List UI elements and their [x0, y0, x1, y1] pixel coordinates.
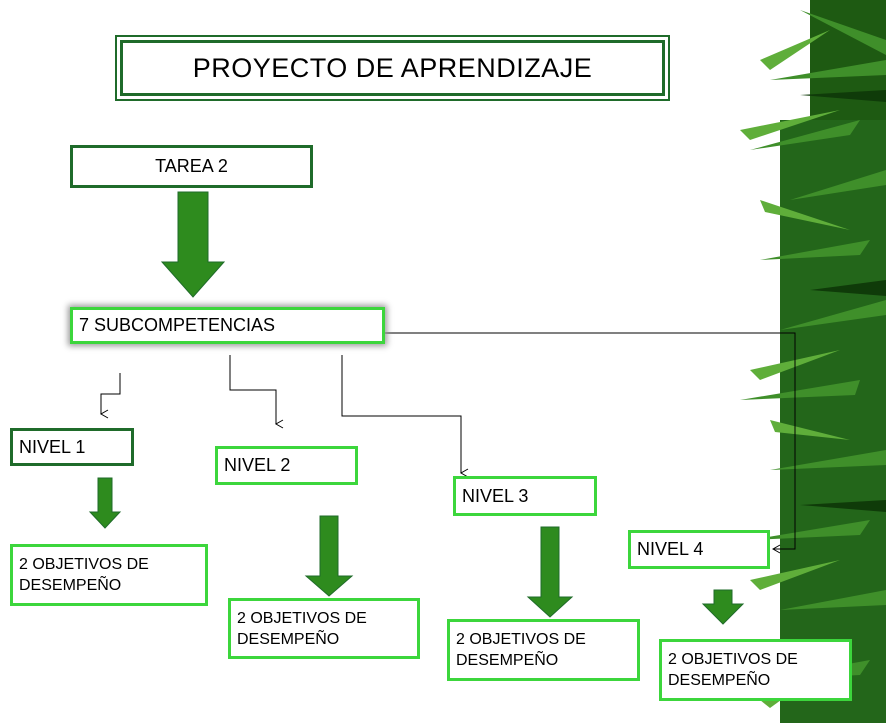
- arrow-level-3-to-objectives: [526, 526, 574, 618]
- level-2-objectives-box: 2 OBJETIVOS DE DESEMPEÑO: [228, 598, 420, 659]
- task-box: TAREA 2: [70, 145, 313, 188]
- level-1-box: NIVEL 1: [10, 428, 134, 466]
- connector-to-level-1: [99, 373, 121, 419]
- level-4-box: NIVEL 4: [628, 530, 770, 569]
- page-title: PROYECTO DE APRENDIZAJE: [115, 35, 670, 101]
- level-1-label: NIVEL 1: [19, 436, 86, 457]
- level-3-objectives-text: 2 OBJETIVOS DE DESEMPEÑO: [456, 631, 586, 669]
- arrow-level-2-to-objectives: [304, 515, 354, 597]
- connector-to-level-3: [341, 355, 469, 478]
- subcompetencies-box: 7 SUBCOMPETENCIAS: [70, 307, 385, 344]
- level-4-objectives-text: 2 OBJETIVOS DE DESEMPEÑO: [668, 651, 798, 689]
- task-label: TAREA 2: [155, 156, 228, 176]
- level-2-objectives-text: 2 OBJETIVOS DE DESEMPEÑO: [237, 609, 367, 648]
- subcompetencies-label: 7 SUBCOMPETENCIAS: [79, 315, 276, 335]
- page-title-text: PROYECTO DE APRENDIZAJE: [192, 52, 593, 83]
- level-2-label: NIVEL 2: [224, 455, 291, 475]
- arrow-level-1-to-objectives: [88, 477, 122, 529]
- level-3-objectives-box: 2 OBJETIVOS DE DESEMPEÑO: [447, 619, 640, 681]
- level-1-objectives-box: 2 OBJETIVOS DE DESEMPEÑO: [10, 544, 208, 606]
- arrow-level-4-to-objectives: [701, 589, 745, 625]
- level-4-label: NIVEL 4: [637, 539, 704, 559]
- level-2-box: NIVEL 2: [215, 446, 358, 485]
- connector-to-level-4: [385, 332, 796, 554]
- level-3-box: NIVEL 3: [453, 476, 597, 516]
- level-4-objectives-box: 2 OBJETIVOS DE DESEMPEÑO: [659, 639, 852, 701]
- bamboo-foliage-decoration: [740, 0, 886, 723]
- level-1-objectives-text: 2 OBJETIVOS DE DESEMPEÑO: [19, 556, 149, 594]
- connector-to-level-2: [229, 355, 284, 429]
- arrow-task-to-subcompetencies: [160, 191, 226, 298]
- level-3-label: NIVEL 3: [462, 485, 529, 506]
